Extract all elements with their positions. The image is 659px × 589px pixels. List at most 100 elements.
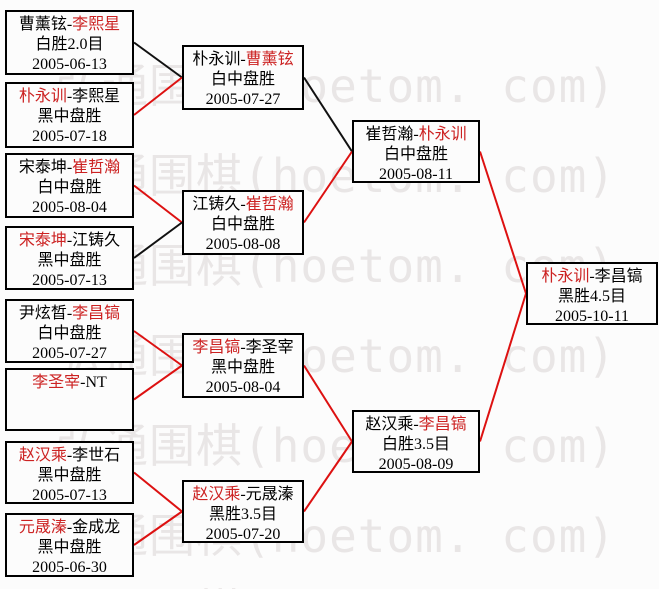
player-separator: - bbox=[240, 196, 246, 213]
match-players: 宋泰坤-崔哲瀚 bbox=[7, 158, 132, 178]
match-result: 白胜3.5目 bbox=[381, 436, 450, 453]
connector-line-red bbox=[133, 184, 183, 224]
player-separator: - bbox=[66, 159, 73, 176]
match-result: 白胜2.0目 bbox=[35, 36, 104, 53]
match-players: 江铸久-崔哲瀚 bbox=[184, 195, 302, 215]
match-players: 宋泰坤-江铸久 bbox=[7, 231, 132, 251]
match-players: 李圣宰-NT bbox=[7, 373, 132, 393]
match-box-sf1[interactable]: 崔哲瀚-朴永训白中盘胜 2005-08-11 bbox=[352, 120, 480, 183]
player-name: 尹炫晳 bbox=[18, 305, 67, 322]
player-name: 朴永训 bbox=[192, 51, 241, 68]
player-name-winner: 朴永训 bbox=[18, 88, 67, 105]
match-date: 2005-07-27 bbox=[205, 91, 281, 108]
match-date: 2005-07-13 bbox=[32, 487, 107, 504]
player-name: 江铸久 bbox=[72, 232, 121, 249]
player-separator: - bbox=[240, 51, 246, 68]
player-name-winner: 赵汉乘 bbox=[192, 486, 241, 503]
watermark-text: 弘通围棋(hoetom. com) bbox=[55, 419, 617, 473]
match-date: 2005-07-27 bbox=[32, 345, 107, 362]
player-name-winner: 崔哲瀚 bbox=[245, 196, 294, 213]
watermark-text: 弘通围棋(hoetom. com) bbox=[55, 575, 616, 589]
player-name-winner: 崔哲瀚 bbox=[72, 159, 121, 176]
player-separator: - bbox=[66, 447, 73, 464]
player-separator: - bbox=[413, 416, 419, 433]
player-separator: - bbox=[413, 126, 419, 143]
player-name-winner: 宋泰坤 bbox=[18, 232, 67, 249]
connector-line-red bbox=[133, 510, 183, 546]
player-separator: - bbox=[66, 305, 73, 322]
connector-line-black bbox=[133, 41, 183, 79]
match-date: 2005-08-09 bbox=[378, 456, 454, 473]
player-name: 崔哲瀚 bbox=[365, 126, 414, 143]
player-name: 李昌镐 bbox=[594, 268, 643, 285]
match-players: 李昌镐-李圣宰 bbox=[184, 338, 302, 358]
match-result: 白中盘胜 bbox=[210, 216, 275, 233]
player-name: 赵汉乘 bbox=[365, 416, 414, 433]
connector-line-red bbox=[303, 150, 353, 224]
player-name-winner: 朴永训 bbox=[418, 126, 467, 143]
match-result: 白中盘胜 bbox=[383, 146, 448, 163]
match-result: 黑中盘胜 bbox=[37, 108, 102, 125]
match-players: 赵汉乘-李世石 bbox=[7, 446, 132, 466]
match-result: 白中盘胜 bbox=[37, 325, 102, 342]
match-date: 2005-08-04 bbox=[32, 199, 107, 216]
match-players: 朴永训-李熙星 bbox=[7, 87, 132, 107]
connector-line-red bbox=[133, 364, 183, 401]
match-date: 2005-06-13 bbox=[32, 56, 107, 73]
match-box-r1m2[interactable]: 朴永训-李熙星黑中盘胜 2005-07-18 bbox=[5, 82, 134, 148]
player-name: 李世石 bbox=[72, 447, 121, 464]
player-separator: - bbox=[80, 374, 86, 391]
player-name: 元晟溱 bbox=[245, 486, 294, 503]
player-separator: - bbox=[66, 232, 73, 249]
match-result: 黑中盘胜 bbox=[37, 467, 102, 484]
match-players: 朴永训-曹薰铉 bbox=[184, 50, 302, 70]
player-name-winner: 赵汉乘 bbox=[18, 447, 67, 464]
player-separator: - bbox=[66, 16, 73, 33]
player-name: 江铸久 bbox=[192, 196, 241, 213]
match-date: 2005-07-13 bbox=[32, 272, 107, 289]
match-result: 白中盘胜 bbox=[37, 179, 102, 196]
match-players: 赵汉乘-元晟溱 bbox=[184, 485, 302, 505]
player-name-winner: 李熙星 bbox=[72, 16, 121, 33]
connector-line-black bbox=[303, 76, 353, 153]
player-separator: - bbox=[589, 268, 595, 285]
player-name: NT bbox=[85, 374, 107, 391]
player-name: 宋泰坤 bbox=[18, 159, 67, 176]
match-date: 2005-08-04 bbox=[205, 379, 281, 396]
player-name-winner: 李昌镐 bbox=[192, 339, 241, 356]
match-players: 朴永训-李昌镐 bbox=[528, 267, 656, 287]
match-date: 2005-07-20 bbox=[205, 526, 281, 543]
match-date: 2005-07-18 bbox=[32, 128, 107, 145]
player-separator: - bbox=[240, 339, 246, 356]
player-separator: - bbox=[66, 519, 73, 536]
player-name-winner: 朴永训 bbox=[541, 268, 590, 285]
match-date: 2005-10-11 bbox=[554, 308, 630, 325]
connector-line-red bbox=[133, 471, 183, 513]
player-name-winner: 李昌镐 bbox=[72, 305, 121, 322]
match-players: 曹薰铉-李熙星 bbox=[7, 15, 132, 35]
connector-line-red bbox=[303, 364, 353, 443]
match-date: 2005-08-11 bbox=[378, 166, 454, 183]
match-box-r1m1[interactable]: 曹薰铉-李熙星白胜2.0目 2005-06-13 bbox=[5, 10, 134, 75]
match-result: 黑胜4.5目 bbox=[557, 288, 626, 305]
match-box-r1m6[interactable]: 李圣宰-NT bbox=[5, 368, 134, 431]
player-name: 金成龙 bbox=[72, 519, 121, 536]
player-name: 李圣宰 bbox=[245, 339, 294, 356]
connector-line-red bbox=[133, 76, 183, 116]
match-players: 尹炫晳-李昌镐 bbox=[7, 304, 132, 324]
player-name-winner: 曹薰铉 bbox=[245, 51, 294, 68]
match-result: 黑中盘胜 bbox=[37, 539, 102, 556]
